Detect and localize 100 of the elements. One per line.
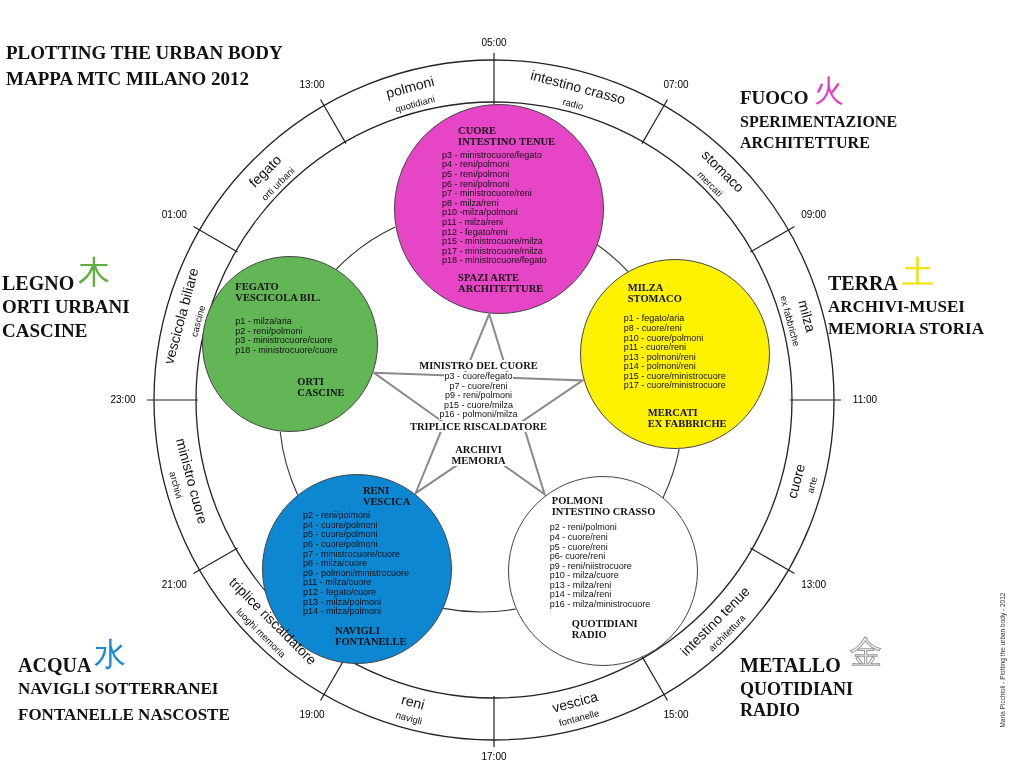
element-heading: RENI	[363, 485, 391, 497]
connector-arc	[279, 431, 299, 496]
element-heading: FEGATO	[235, 281, 280, 293]
list-item: p13 - milza/reni	[549, 580, 613, 590]
connector-arc	[662, 448, 680, 499]
time-label: 23:00	[110, 395, 136, 405]
list-item: p9 - polmoni/ministrocuore	[303, 568, 411, 579]
place-label: RADIO	[571, 628, 607, 640]
list-item: p2 - reni/polmoni	[549, 523, 618, 533]
list-item: p6 - reni/polmoni	[442, 179, 510, 190]
time-label: 15:00	[663, 710, 689, 721]
list-item: p3 - ministrocuore/fegato	[442, 150, 543, 161]
list-item: p6 - cuore/polmoni	[303, 539, 379, 550]
place-label: MERCATI	[647, 407, 699, 419]
element-heading: VESCICOLA BIL.	[235, 292, 322, 304]
theme-label: RADIO	[740, 701, 800, 721]
element-heading: CUORE	[458, 124, 498, 136]
time-label: 21:00	[161, 579, 187, 590]
list-item: p13 - polmoni/reni	[623, 352, 697, 363]
list-item: p8 - milza/reni	[442, 198, 500, 208]
place-label: QUOTIDIANI	[571, 617, 639, 629]
organ-label: milza	[795, 298, 818, 334]
place-label: EX FABBRICHE	[647, 418, 727, 430]
list-item: p11 - milza/cuore	[303, 578, 372, 588]
time-label: 01:00	[161, 210, 187, 221]
theme-label: CASCINE	[2, 321, 88, 342]
list-item: p5 - cuore/polmoni	[303, 530, 379, 540]
element-name: TERRA	[828, 272, 898, 294]
place-sublabel: arte	[805, 476, 819, 495]
place-label: FONTANELLE	[335, 635, 408, 647]
list-item: p2 - reni/polmoni	[303, 511, 371, 521]
list-item: p18 - ministrocuore/fegato	[442, 256, 548, 266]
list-item: p7 - ministrocuore/cuore	[303, 549, 402, 559]
list-item: p16 - milza/ministrocuore	[549, 600, 652, 610]
list-item: p3 - ministrocuore/cuore	[235, 336, 334, 346]
list-item: p5 - reni/polmoni	[442, 169, 511, 180]
element-heading: INTESTINO CRASSO	[551, 506, 656, 518]
list-item: p12 - fegato/reni	[442, 227, 508, 238]
place-label: MEMORIA	[451, 454, 506, 466]
list-item: p12 - fegato/cuore	[303, 587, 378, 598]
place-sublabel: radio	[561, 97, 585, 112]
subtitle: MAPPA MTC MILANO 2012	[6, 69, 249, 90]
connector-arc	[442, 607, 516, 613]
list-item: p2 - reni/polmoni	[235, 326, 303, 337]
list-item: p15 - cuore/milza	[444, 400, 514, 411]
time-label: 13:00	[801, 579, 827, 590]
list-item: p11 - milza/reni	[442, 217, 503, 228]
list-item: p3 - cuore/fegato	[444, 372, 513, 382]
element-heading: MINISTRO DEL CUORE	[419, 360, 538, 371]
list-item: p14 - milza/reni	[549, 590, 613, 600]
time-label: 19:00	[299, 710, 325, 721]
theme-label: ORTI URBANI	[2, 297, 130, 318]
list-item: p4 - reni/polmoni	[442, 160, 510, 170]
time-label: 07:00	[663, 79, 689, 90]
list-item: p11 - cuore/reni	[623, 343, 687, 353]
time-label: 09:00	[801, 210, 827, 221]
list-item: p16 - polmoni/milza	[439, 410, 518, 420]
element-heading: MILZA	[627, 282, 665, 294]
list-item: p1 - milza/aria	[235, 317, 293, 327]
title: PLOTTING THE URBAN BODY	[6, 43, 283, 64]
list-item: p13 - milza/polmoni	[303, 597, 383, 608]
place-label: CASCINE	[297, 386, 345, 398]
element-heading: VESCICA	[363, 496, 411, 508]
list-item: p4 - cuore/reni	[549, 532, 608, 543]
element-heading: STOMACO	[627, 293, 683, 305]
list-item: p4 - cuore/polmoni	[303, 520, 379, 531]
connector-arc	[596, 244, 629, 273]
list-item: p10 -milza/polmoni	[442, 208, 519, 218]
time-label: 05:00	[481, 38, 507, 48]
list-item: p17 - cuore/ministrocuore	[623, 381, 727, 392]
element-glyph: 木	[78, 256, 110, 288]
element-heading: INTESTINO TENUE	[458, 135, 556, 147]
list-item: p17 - ministrocuore/milza	[442, 246, 544, 256]
element-heading: TRIPLICE RISCALDATORE	[410, 420, 548, 432]
element-heading: POLMONI	[551, 495, 605, 507]
place-label: ORTI	[297, 375, 325, 387]
list-item: p10 - milza/cuore	[549, 571, 620, 581]
list-item: p15 - ministrocuore/milza	[442, 237, 544, 247]
list-item: p7 - cuore/reni	[449, 381, 508, 392]
list-item: p7 - ministrocuore/reni	[442, 189, 533, 199]
organ-label: cuore	[785, 462, 808, 500]
place-label: NAVIGLI	[335, 624, 381, 636]
element-glyph: 金	[850, 636, 882, 668]
time-label: 17:00	[481, 752, 507, 762]
element-glyph: 水	[94, 638, 126, 670]
theme-label: QUOTIDIANI	[740, 680, 854, 700]
time-label: 13:00	[299, 79, 325, 90]
list-item: p14 - polmoni/reni	[623, 362, 696, 372]
list-item: p5 - cuore/reni	[549, 542, 609, 552]
element-name: LEGNO	[2, 272, 75, 294]
place-label: SPAZI ARTE	[458, 271, 521, 283]
place-label: ARCHITETTURE	[458, 282, 545, 294]
theme-label: ARCHIVI-MUSEI	[828, 298, 965, 317]
element-name: FUOCO	[740, 88, 809, 109]
element-name: ACQUA	[18, 654, 92, 676]
list-item: p9 - reni/niistrocuore	[549, 561, 633, 571]
list-item: p6- cuore/reni	[549, 552, 607, 562]
list-item: p8 - milza/cuore	[303, 559, 368, 569]
theme-label: NAVIGLI SOTTERRANEI	[18, 680, 219, 699]
element-name: METALLO	[740, 654, 841, 676]
